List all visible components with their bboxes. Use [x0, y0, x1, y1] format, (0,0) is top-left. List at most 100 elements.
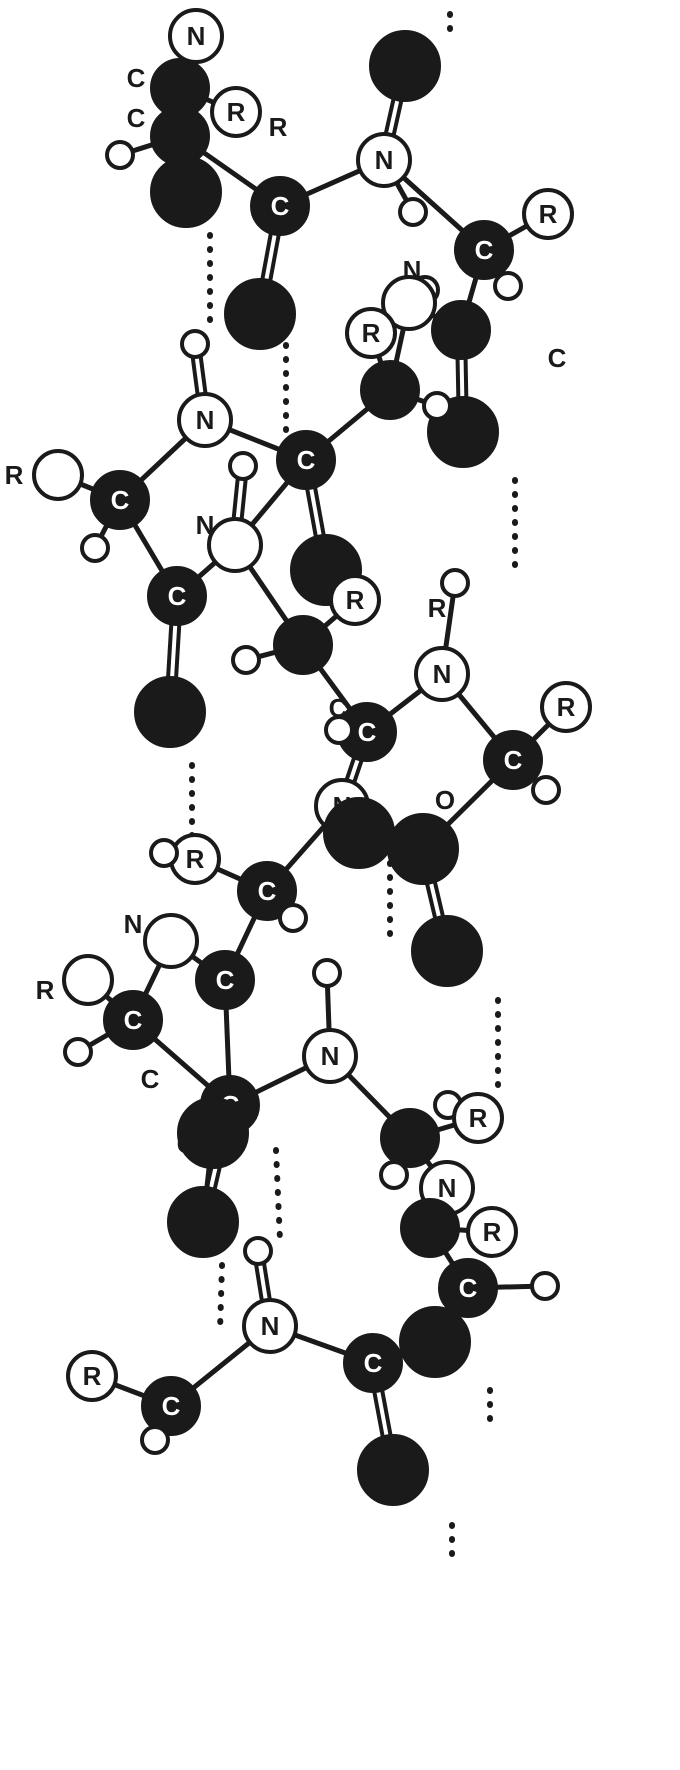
side-chain-label: R	[83, 1361, 102, 1391]
nitrogen-atom	[207, 517, 263, 573]
atom-label: N	[196, 510, 215, 540]
carbon-atom	[454, 220, 514, 280]
carbon-atom	[150, 106, 210, 166]
oxygen-atom	[150, 156, 222, 228]
carbon-label: C	[358, 717, 377, 747]
oxygen-atom	[224, 278, 296, 350]
carbon-label: C	[124, 1005, 143, 1035]
carbon-atom	[273, 615, 333, 675]
side-chain-label: R	[539, 199, 558, 229]
nitrogen-atom	[302, 1028, 358, 1084]
atom-label: C	[399, 1130, 418, 1160]
nitrogen-atom	[381, 275, 437, 331]
hydrogen-atom	[379, 1160, 409, 1190]
carbon-atom	[276, 430, 336, 490]
side-chain-label: R	[186, 844, 205, 874]
side-chain-atom	[32, 449, 84, 501]
hydrogen-atom	[149, 838, 179, 868]
oxygen-atom	[177, 1097, 249, 1169]
carbon-label: C	[162, 1391, 181, 1421]
side-chain-label: R	[483, 1217, 502, 1247]
side-chain-label: R	[469, 1103, 488, 1133]
carbon-label: C	[168, 581, 187, 611]
carbon-atom	[195, 950, 255, 1010]
nitrogen-label: N	[187, 21, 206, 51]
atom-label: C	[127, 63, 146, 93]
carbon-atom	[147, 566, 207, 626]
atom-label: N	[124, 909, 143, 939]
nitrogen-label: N	[438, 1173, 457, 1203]
hydrogen-atom	[422, 391, 452, 421]
carbon-atom	[360, 360, 420, 420]
nitrogen-label: N	[321, 1041, 340, 1071]
hydrogen-bond-dots	[273, 1147, 283, 1243]
carbon-atom	[141, 1376, 201, 1436]
carbon-atom	[103, 990, 163, 1050]
oxygen-atom	[387, 813, 459, 885]
carbon-atom	[380, 1108, 440, 1168]
hydrogen-atom	[324, 715, 354, 745]
hydrogen-atom	[80, 533, 110, 563]
oxygen-atom	[411, 915, 483, 987]
side-chain-label: R	[346, 585, 365, 615]
nitrogen-label: N	[196, 405, 215, 435]
oxygen-atom	[134, 676, 206, 748]
side-chain-atom	[66, 1350, 118, 1402]
hydrogen-atom	[243, 1236, 273, 1266]
side-chain-label: R	[362, 318, 381, 348]
carbon-atom	[400, 1198, 460, 1258]
side-chain-atom	[466, 1206, 518, 1258]
atom-label: O	[435, 785, 455, 815]
side-chain-atom	[62, 954, 114, 1006]
carbon-atom	[237, 861, 297, 921]
carbon-atom	[483, 730, 543, 790]
nitrogen-atom	[242, 1298, 298, 1354]
side-chain-atom	[329, 574, 381, 626]
hydrogen-atom	[180, 329, 210, 359]
atom-label: R	[428, 593, 447, 623]
carbon-label: C	[504, 745, 523, 775]
hydrogen-atom	[140, 1425, 170, 1455]
carbon-label: C	[364, 1348, 383, 1378]
carbon-atom	[90, 470, 150, 530]
nitrogen-atom	[177, 392, 233, 448]
side-chain-atom	[210, 86, 262, 138]
side-chain-label: R	[227, 97, 246, 127]
carbon-label: C	[258, 876, 277, 906]
atom-label: C	[329, 693, 348, 723]
atom-layer: NRCNCRRNCCCRNCRCNRCCCNCRNRCNCRC	[32, 8, 592, 1506]
hydrogen-atom	[278, 903, 308, 933]
hydrogen-atom	[231, 645, 261, 675]
carbon-label: C	[475, 235, 494, 265]
carbon-label: C	[216, 965, 235, 995]
hydrogen-atom	[440, 568, 470, 598]
hydrogen-atom	[63, 1037, 93, 1067]
side-chain-label: R	[557, 692, 576, 722]
oxygen-atom	[369, 30, 441, 102]
hydrogen-atom	[531, 775, 561, 805]
atom-label: R	[36, 975, 55, 1005]
hydrogen-atom	[228, 451, 258, 481]
nitrogen-atom	[414, 646, 470, 702]
atom-label: C	[177, 1129, 196, 1159]
oxygen-atom	[357, 1434, 429, 1506]
hydrogen-atom	[530, 1271, 560, 1301]
carbon-atom	[438, 1258, 498, 1318]
carbon-label: C	[297, 445, 316, 475]
hydrogen-atom	[398, 197, 428, 227]
hydrogen-atom	[105, 140, 135, 170]
atom-label: C	[548, 343, 567, 373]
atom-label: R	[269, 112, 288, 142]
carbon-atom	[431, 300, 491, 360]
atom-label: C	[141, 1064, 160, 1094]
carbon-label: C	[271, 191, 290, 221]
atom-label: C	[127, 103, 146, 133]
side-chain-atom	[522, 188, 574, 240]
carbon-label: C	[111, 485, 130, 515]
atom-label: C	[437, 431, 456, 461]
hydrogen-bond-dots	[217, 1262, 225, 1333]
atom-label: R	[5, 460, 24, 490]
